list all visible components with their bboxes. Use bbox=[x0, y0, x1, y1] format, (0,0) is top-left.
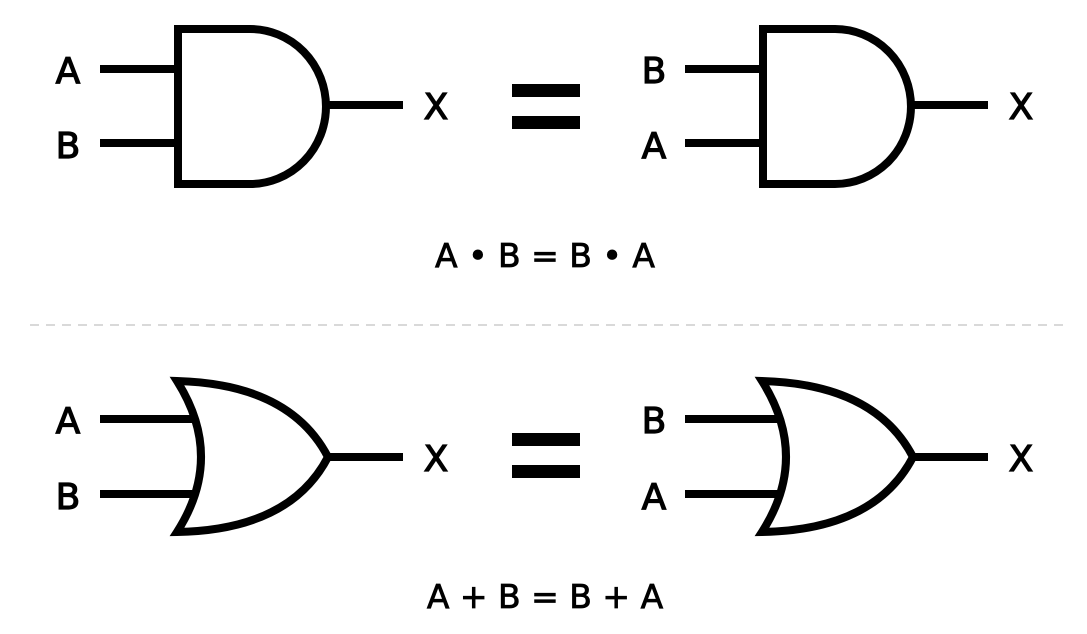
output-label: X bbox=[1009, 87, 1034, 128]
and-gate-right: B A X bbox=[641, 25, 1034, 188]
output-label: X bbox=[1009, 439, 1034, 480]
equals-sign-or bbox=[512, 433, 580, 478]
or-equation: A + B = B + A bbox=[427, 577, 664, 616]
equals-sign-and bbox=[512, 84, 580, 129]
input-label-2: B bbox=[56, 126, 81, 167]
input-label-1: B bbox=[642, 51, 667, 92]
input-label-2: A bbox=[642, 477, 667, 518]
input-label-1: A bbox=[56, 51, 81, 92]
or-gate-symbol bbox=[754, 376, 918, 537]
output-label: X bbox=[424, 87, 449, 128]
input-label-1: B bbox=[642, 401, 667, 442]
input-label-2: B bbox=[56, 477, 81, 518]
and-equation: A • B = B • A bbox=[435, 236, 655, 275]
output-label: X bbox=[424, 439, 449, 480]
input-label-2: A bbox=[642, 126, 667, 167]
or-gate-right: B A X bbox=[641, 376, 1034, 537]
and-gate-symbol bbox=[759, 25, 915, 188]
or-gate-left: A B X bbox=[55, 376, 449, 537]
input-label-1: A bbox=[56, 401, 81, 442]
or-gate-symbol bbox=[169, 376, 333, 537]
and-gate-left: A B X bbox=[55, 25, 449, 188]
and-gate-symbol bbox=[174, 25, 330, 188]
